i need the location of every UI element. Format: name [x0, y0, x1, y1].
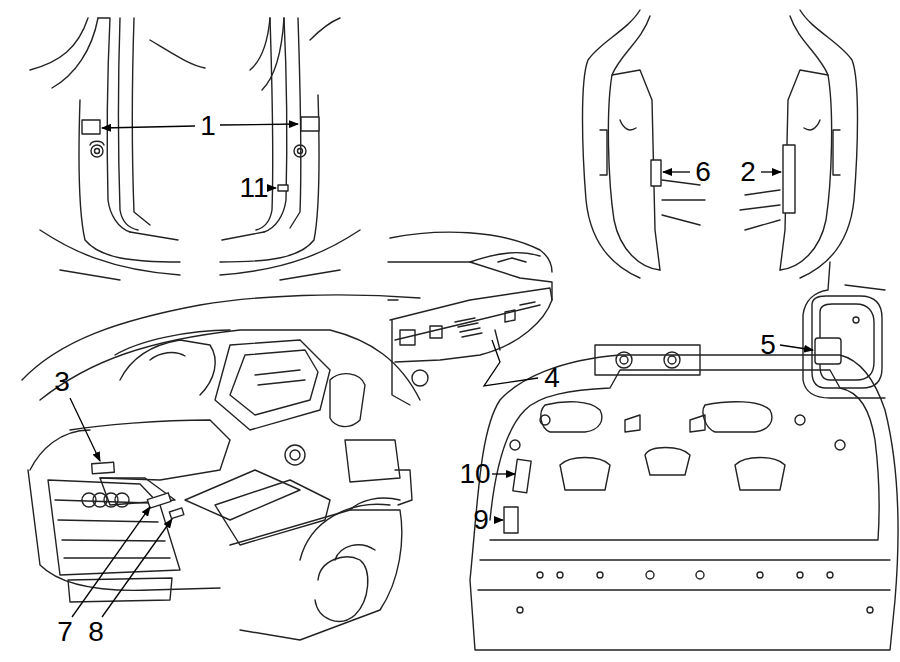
callout-number: 1	[200, 112, 216, 140]
callout-number: 5	[760, 331, 776, 359]
callout-number: 2	[740, 158, 756, 186]
callout-number: 6	[695, 158, 711, 186]
callout-number: 7	[57, 618, 73, 646]
callout-number: 9	[473, 506, 489, 534]
callout-number: 10	[459, 460, 490, 488]
callout-number: 3	[54, 368, 70, 396]
callout-number: 4	[544, 364, 560, 392]
callout-number: 8	[88, 618, 104, 646]
leader-lines	[70, 124, 813, 617]
callout-number: 11	[239, 174, 268, 202]
